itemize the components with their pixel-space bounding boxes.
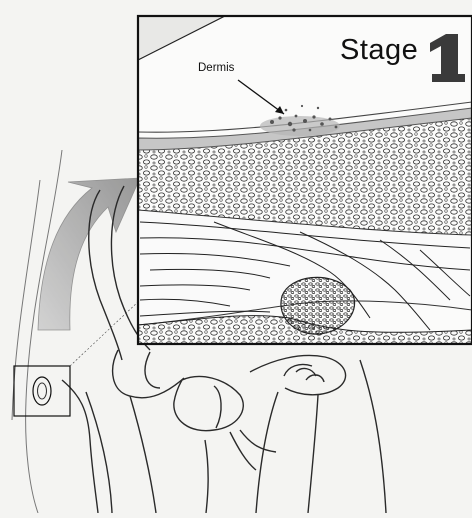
- skin-cross-section-inset: [138, 16, 472, 344]
- body-outline: [12, 150, 62, 513]
- stage-label: Stage: [340, 34, 418, 67]
- dermis-label: Dermis: [198, 62, 234, 74]
